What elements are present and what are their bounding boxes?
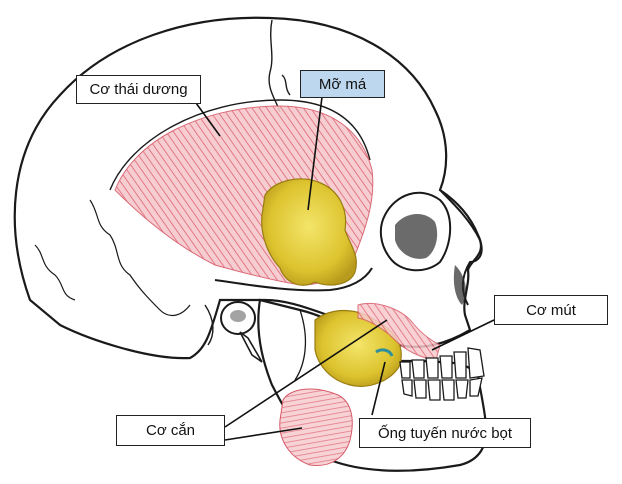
leader-parotid-duct (371, 361, 386, 416)
lower-teeth (401, 377, 483, 401)
orbit-shadow (395, 214, 438, 259)
nasal-cavity (453, 265, 466, 305)
styloid-process (239, 331, 263, 363)
leader-buccal-fat (307, 96, 323, 211)
masseter-muscle (279, 388, 353, 467)
leader-buccinator (431, 319, 495, 351)
zygomatic-arch (214, 267, 373, 292)
label-buccal-fat: Mỡ má (300, 70, 385, 98)
buccal-fat-pad (261, 178, 357, 286)
coronoid-notch (294, 309, 307, 381)
label-masseter: Cơ cắn (116, 415, 225, 446)
upper-teeth (399, 347, 485, 379)
label-buccinator: Cơ mút (494, 295, 608, 325)
leader-masseter-1 (224, 319, 388, 428)
leader-masseter-2 (224, 427, 303, 441)
temporal-line (109, 99, 371, 191)
label-temporalis: Cơ thái dương (76, 75, 201, 104)
coronal-suture (268, 19, 291, 113)
parotid-duct (375, 348, 394, 357)
squamous-suture (89, 199, 191, 316)
leader-lines (195, 96, 495, 441)
lambdoid-suture (34, 244, 76, 301)
mastoid (204, 304, 214, 346)
label-parotid-duct: Ống tuyến nước bọt (359, 418, 531, 448)
leader-temporalis (195, 102, 221, 137)
